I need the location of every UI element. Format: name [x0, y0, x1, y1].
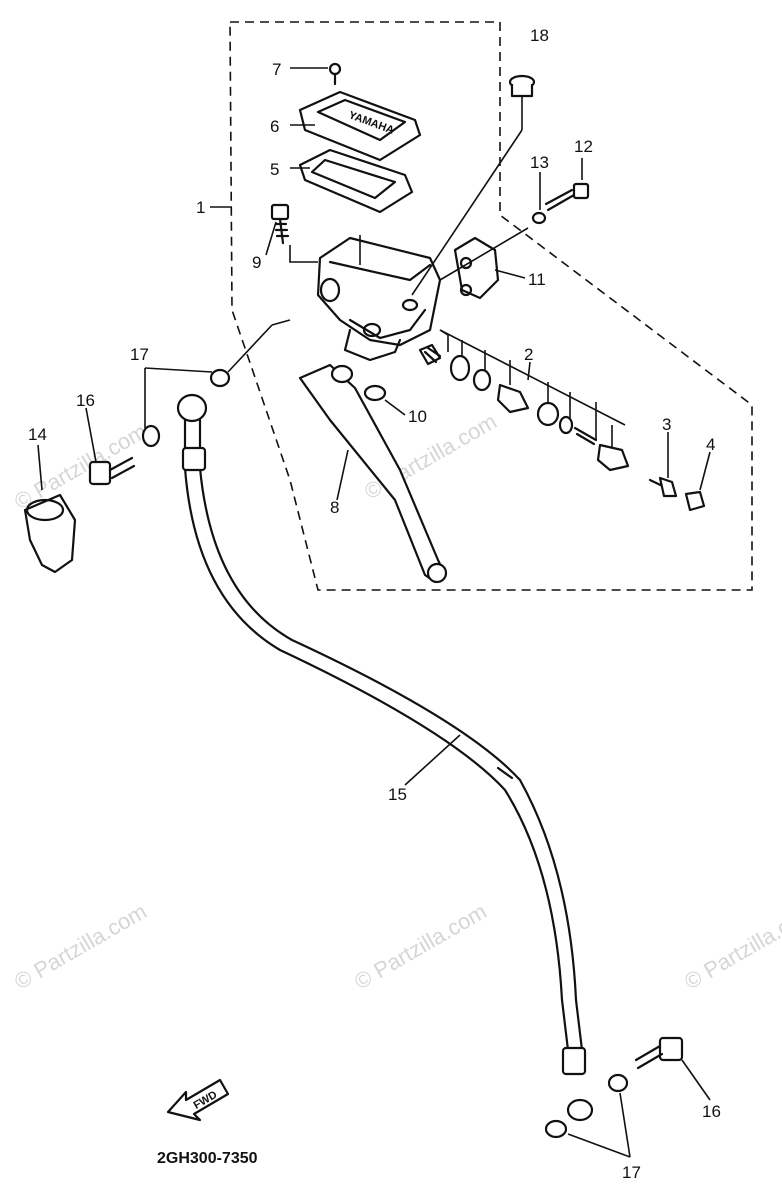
callout-5: 5 — [270, 160, 279, 179]
brake-lever — [298, 363, 448, 584]
washer-13 — [531, 211, 547, 225]
lever-collar — [363, 384, 387, 402]
reservoir-cap: YAMAHA — [298, 90, 422, 162]
watermark: © Partzilla.com — [680, 899, 782, 995]
callout-10: 10 — [408, 407, 427, 426]
callout-16-lower: 16 — [702, 1102, 721, 1121]
callout-2: 2 — [524, 345, 533, 364]
forward-arrow: FWD — [166, 1078, 230, 1122]
cap-screw — [328, 62, 342, 86]
leader-lines — [37, 67, 711, 1158]
callout-14: 14 — [28, 425, 47, 444]
rubber-cap-4 — [684, 490, 706, 512]
callout-6: 6 — [270, 117, 279, 136]
watermark: © Partzilla.com — [10, 899, 151, 995]
assembly-boundary — [229, 21, 753, 591]
callout-7: 7 — [272, 60, 281, 79]
callouts: 1 2 3 4 5 6 7 8 9 10 11 12 13 14 15 16 1… — [28, 26, 721, 1182]
callout-17-upper: 17 — [130, 345, 149, 364]
watermark: © Partzilla.com — [350, 899, 491, 995]
callout-8: 8 — [330, 498, 339, 517]
reservoir-diaphragm — [298, 148, 414, 214]
union-bolt-upper — [88, 456, 136, 486]
callout-16-upper: 16 — [76, 391, 95, 410]
callout-9: 9 — [252, 253, 261, 272]
lever-adjuster — [648, 476, 678, 498]
copper-washer-lower-b — [544, 1119, 568, 1139]
mounting-bolt-9 — [270, 203, 290, 245]
callout-15: 15 — [388, 785, 407, 804]
callout-11: 11 — [528, 270, 546, 289]
master-cylinder-body — [316, 236, 442, 362]
callout-17-lower: 17 — [622, 1163, 641, 1182]
callout-18: 18 — [530, 26, 549, 45]
copper-washer-left — [141, 424, 161, 448]
callout-13: 13 — [530, 153, 549, 172]
callout-4: 4 — [706, 435, 715, 454]
rubber-boot — [23, 493, 77, 574]
piston-kit — [418, 343, 630, 472]
callout-3: 3 — [662, 415, 671, 434]
union-bolt-lower — [634, 1036, 684, 1070]
copper-washer-lower-a — [607, 1073, 629, 1093]
bracket-bolt-12 — [544, 182, 590, 212]
brake-hose — [176, 393, 594, 1122]
callout-1: 1 — [196, 198, 205, 217]
callout-12: 12 — [574, 137, 593, 156]
copper-washer-upper — [209, 368, 231, 388]
drawing-code: 2GH300-7350 — [157, 1150, 258, 1167]
cap-18 — [508, 74, 536, 98]
